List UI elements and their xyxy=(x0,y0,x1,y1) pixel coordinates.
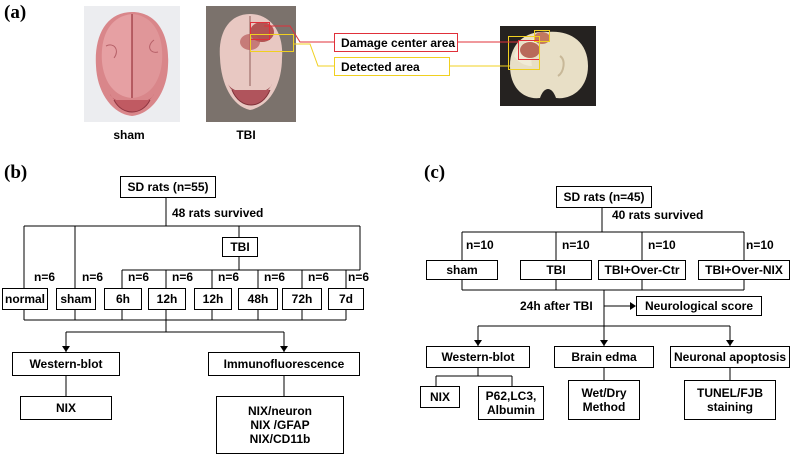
b-root-box: SD rats (n=55) xyxy=(120,176,216,198)
b-group-normal: normal xyxy=(2,288,48,310)
b-group-7d: 7d xyxy=(328,288,364,310)
c-group-over-ctr: TBI+Over-Ctr xyxy=(598,260,686,280)
b-group-72h: 72h xyxy=(282,288,322,310)
c-count-over-ctr: n=10 xyxy=(648,238,676,252)
b-if-target-gfap: NIX /GFAP xyxy=(250,418,310,432)
b-count-7d: n=6 xyxy=(348,270,370,284)
b-count-48h: n=6 xyxy=(264,270,286,284)
b-wb-target-box: NIX xyxy=(20,396,112,420)
c-survived-label: 40 rats survived xyxy=(612,208,704,222)
sham-caption: sham xyxy=(113,128,145,142)
b-count-12h-b: n=6 xyxy=(218,270,240,284)
c-neuro-score-box: Neurological score xyxy=(636,296,762,316)
c-edema-method-box: Wet/Dry Method xyxy=(568,380,640,420)
b-if-target-neuron: NIX/neuron xyxy=(247,404,312,418)
damage-center-callout: Damage center area xyxy=(334,33,458,52)
coronal-section-photo xyxy=(500,26,596,106)
b-count-12h-a: n=6 xyxy=(172,270,194,284)
c-root-box: SD rats (n=45) xyxy=(556,186,652,208)
b-western-blot-box: Western-blot xyxy=(12,352,120,376)
b-group-sham: sham xyxy=(56,288,96,310)
c-apoptosis-box: Neuronal apoptosis xyxy=(670,346,790,368)
c-count-tbi: n=10 xyxy=(562,238,590,252)
b-group-48h: 48h xyxy=(238,288,278,310)
sham-brain-photo xyxy=(84,6,180,122)
c-after-label: 24h after TBI xyxy=(520,299,593,313)
tbi-caption: TBI xyxy=(236,128,256,142)
panel-c-label: (c) xyxy=(424,162,446,183)
b-survived-label: 48 rats survived xyxy=(172,206,264,220)
panel-b-label: (b) xyxy=(4,162,28,183)
c-count-over-nix: n=10 xyxy=(746,238,774,252)
c-wb-target-nix: NIX xyxy=(420,386,460,408)
b-group-6h: 6h xyxy=(104,288,142,310)
section-detected-box xyxy=(508,36,540,70)
panel-a-label: (a) xyxy=(4,2,27,23)
b-count-6h: n=6 xyxy=(128,270,150,284)
b-immunofluorescence-box: Immunofluorescence xyxy=(208,352,360,376)
b-group-12h-b: 12h xyxy=(194,288,232,310)
b-tbi-box: TBI xyxy=(222,237,258,257)
c-count-sham: n=10 xyxy=(466,238,494,252)
c-group-over-nix: TBI+Over-NIX xyxy=(698,260,790,280)
b-count-sham: n=6 xyxy=(82,270,104,284)
c-apoptosis-method-box: TUNEL/FJB staining xyxy=(684,380,776,420)
c-group-sham: sham xyxy=(426,260,498,280)
b-count-normal: n=6 xyxy=(34,270,56,284)
b-group-12h-a: 12h xyxy=(148,288,186,310)
detected-area-callout: Detected area xyxy=(334,57,450,76)
b-if-target-cd11b: NIX/CD11b xyxy=(249,432,311,446)
c-group-tbi: TBI xyxy=(520,260,592,280)
b-count-72h: n=6 xyxy=(308,270,330,284)
b-if-targets-box: NIX/neuron NIX /GFAP NIX/CD11b xyxy=(216,396,344,454)
c-brain-edema-box: Brain edma xyxy=(554,346,654,368)
c-western-blot-box: Western-blot xyxy=(426,346,530,368)
c-wb-target-p62-lc3-albumin: P62,LC3, Albumin xyxy=(478,386,544,420)
